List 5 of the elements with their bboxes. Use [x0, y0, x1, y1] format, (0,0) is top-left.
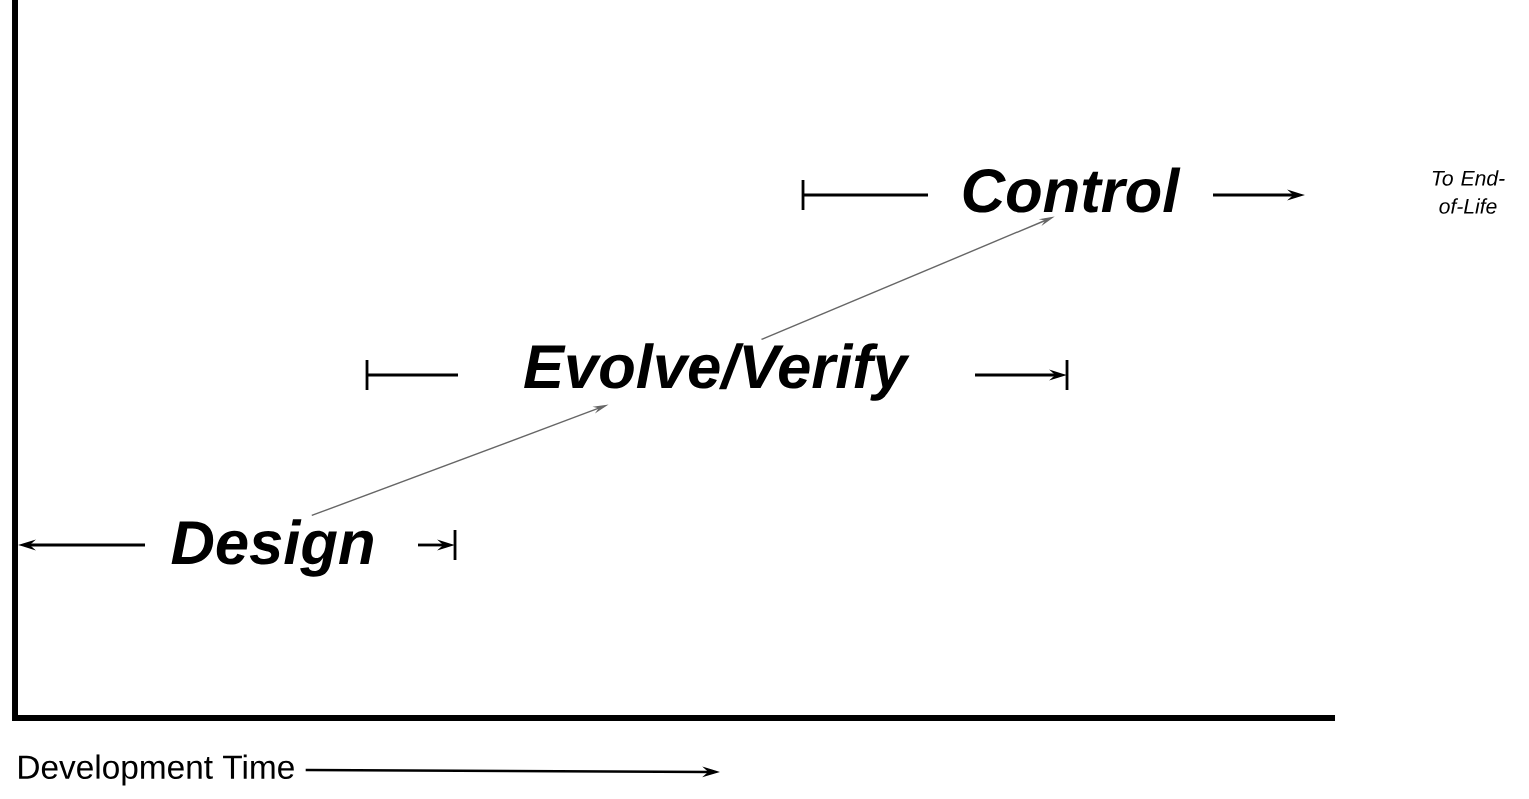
phase-label: Control	[963, 167, 1181, 213]
phase-label: Evolve/Verify	[524, 343, 910, 401]
phase-label: Design	[171, 519, 373, 577]
note-text: To End-of-Life	[1432, 170, 1505, 214]
axis-label: Development Time	[19, 754, 294, 786]
